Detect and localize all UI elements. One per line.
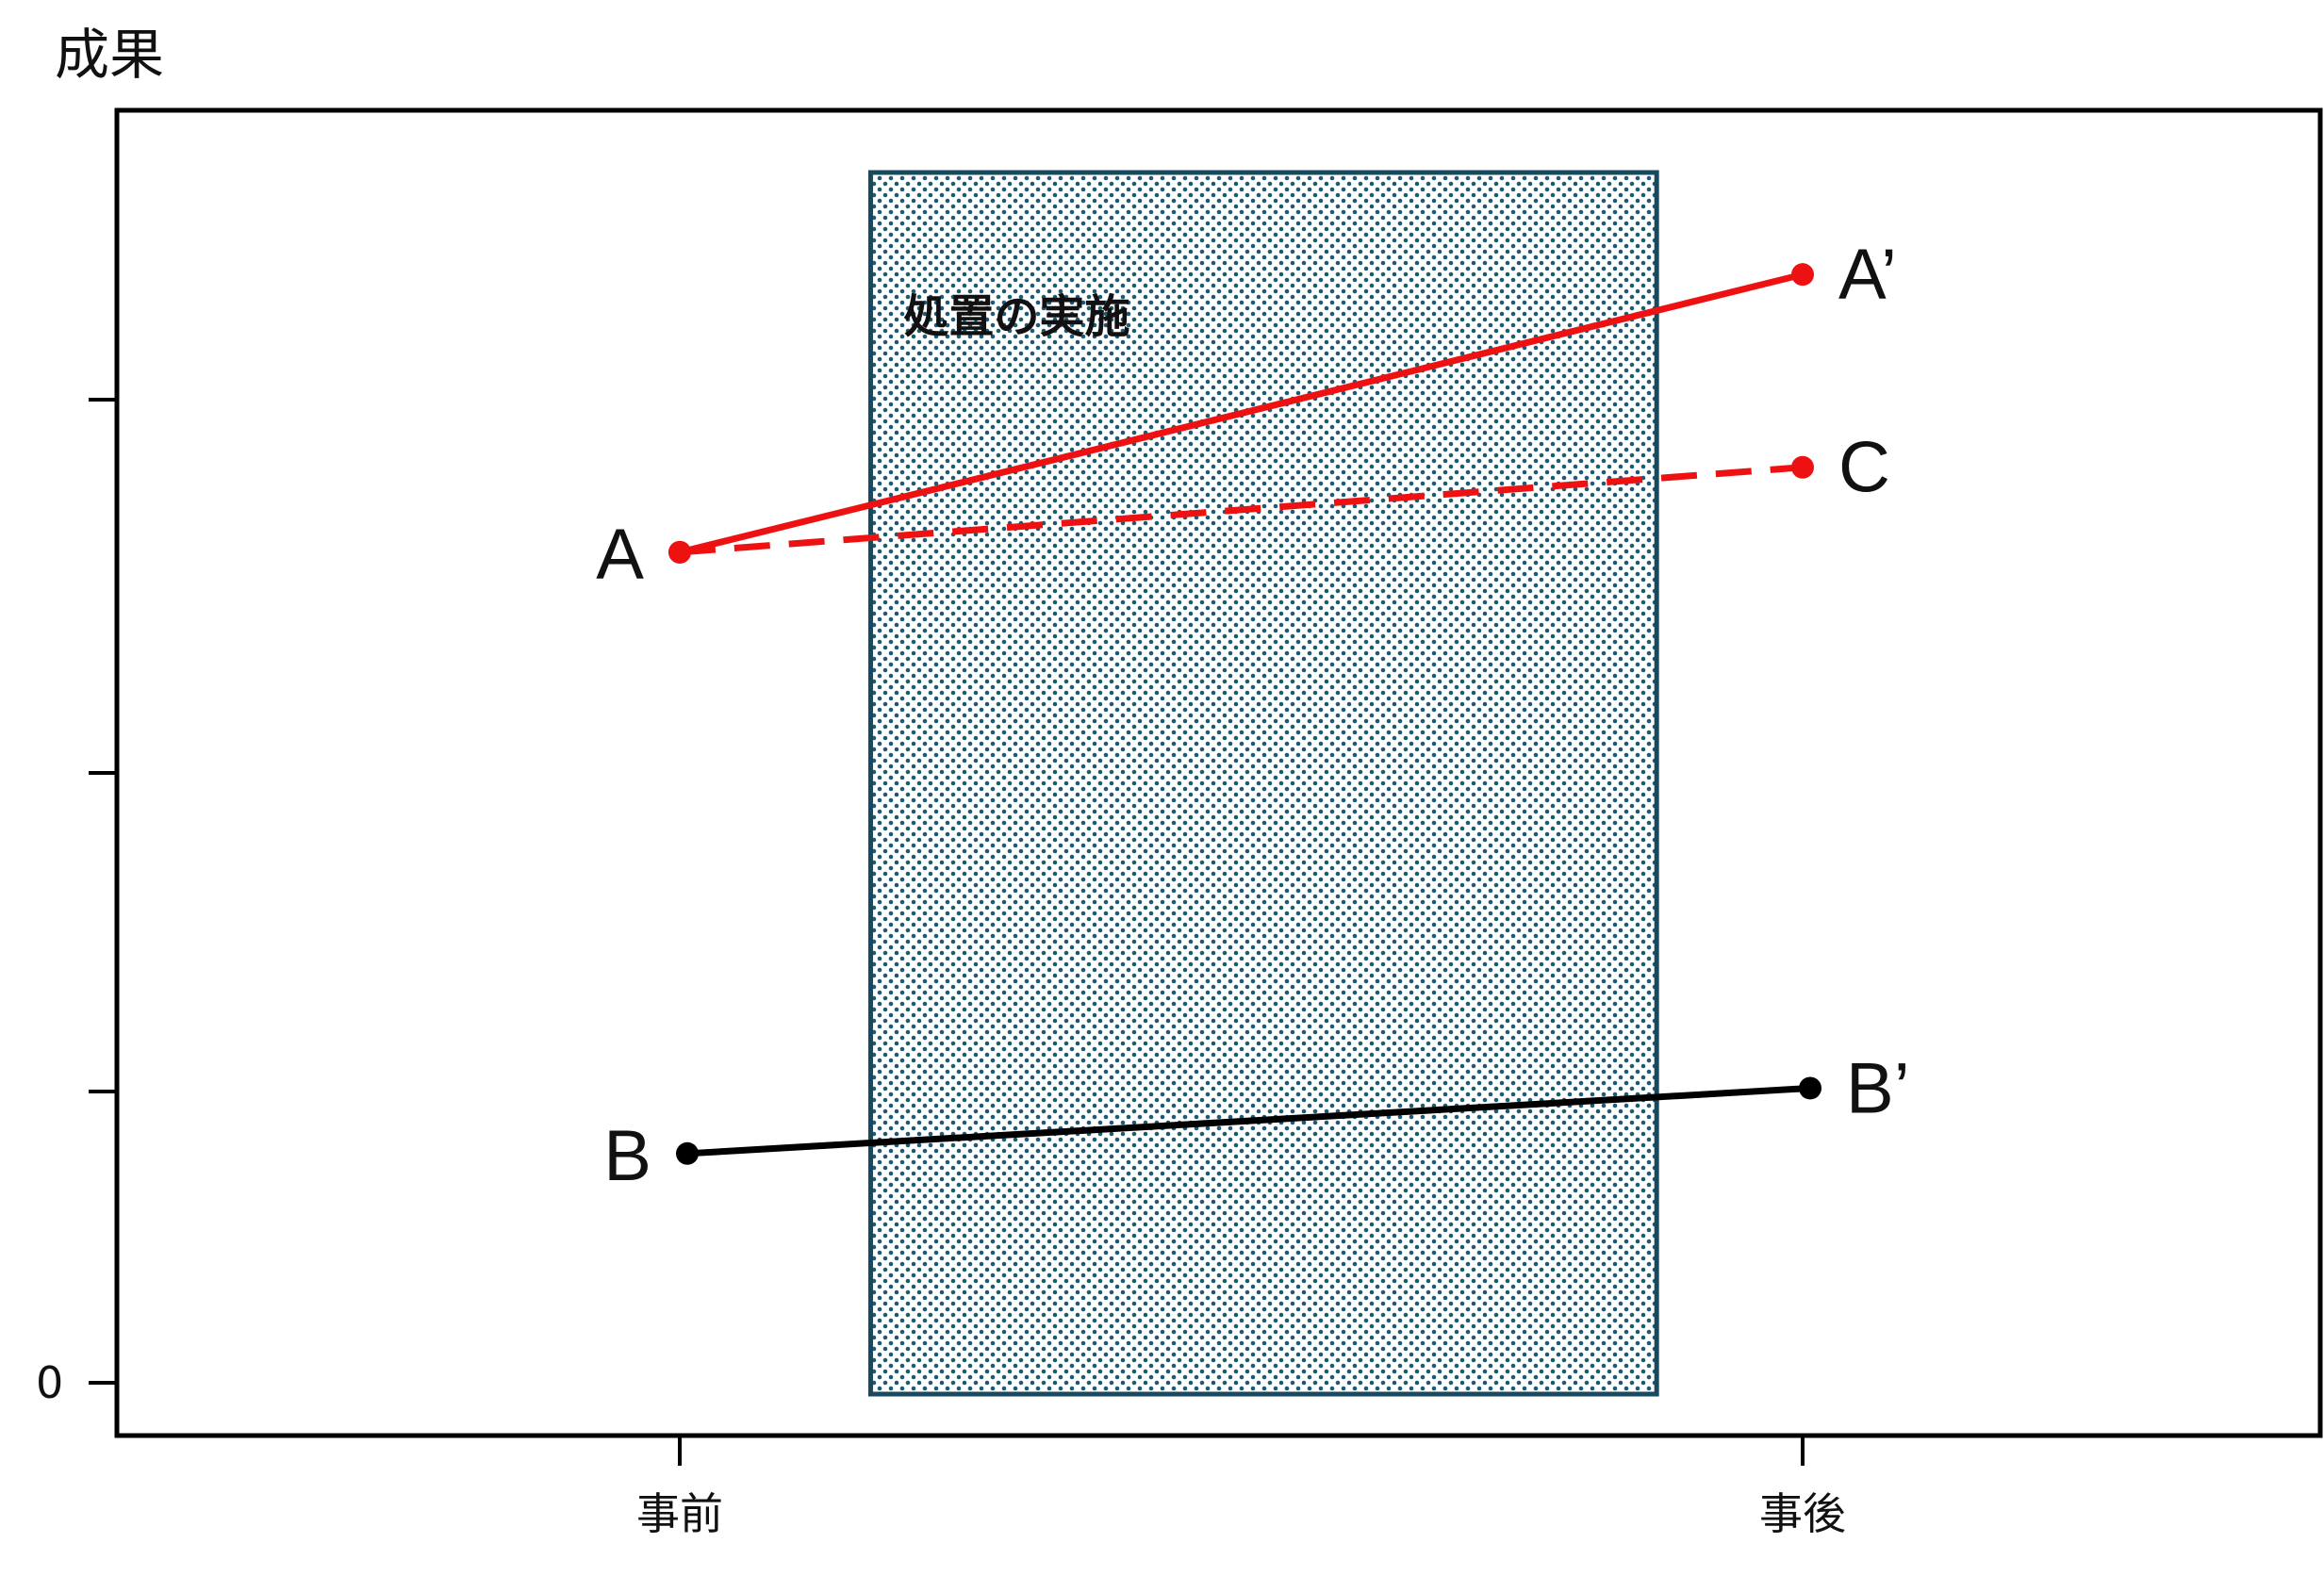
y-axis-title: 成果 [55,23,164,87]
point-label: C [1838,428,1890,508]
point-label: B’ [1846,1048,1910,1128]
series-line [679,464,1804,556]
treatment-period-box [867,170,1659,1397]
series-line [686,1084,1811,1157]
series-layer: A A’ C B B’ [596,235,1909,1196]
y-axis: 0 [36,398,117,1408]
series-line [679,271,1804,556]
x-axis: 事前 事後 [636,1436,1846,1539]
data-point [1791,455,1814,479]
x-tick-label: 事前 [636,1488,723,1539]
treatment-label: 処置の実施 [903,290,1129,343]
y-tick-label: 0 [36,1357,63,1408]
data-point [676,1141,699,1165]
x-tick-label: 事後 [1759,1488,1846,1539]
data-point [1799,1076,1821,1100]
point-label: B [603,1116,651,1196]
data-point [1791,263,1814,287]
point-label: A [596,515,644,595]
data-point [668,540,691,564]
point-label: A’ [1838,235,1897,315]
